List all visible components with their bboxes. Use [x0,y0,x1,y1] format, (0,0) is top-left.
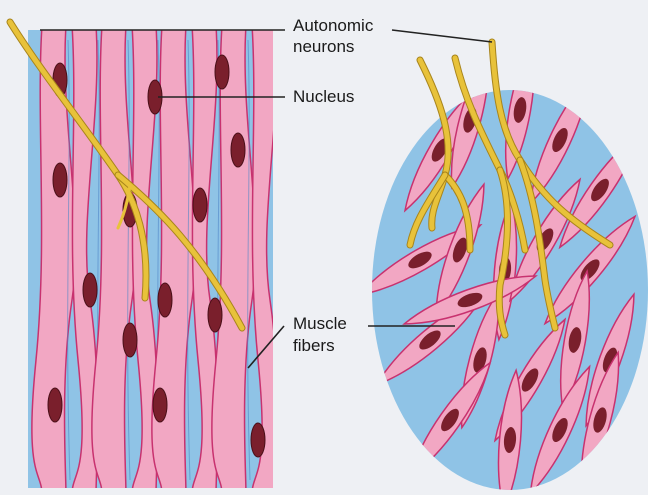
nucleus [231,133,245,167]
nucleus [193,188,207,222]
nucleus [153,388,167,422]
label-neurons: neurons [293,37,354,57]
nucleus [48,388,62,422]
left-tissue-panel [10,22,280,495]
nucleus [208,298,222,332]
right-tissue-panel [354,39,648,495]
nucleus [158,283,172,317]
label-fibers: fibers [293,336,335,356]
neurons-leader-right [392,30,492,42]
label-autonomic: Autonomic [293,16,373,36]
connective-strand [278,40,280,480]
nucleus [215,55,229,89]
label-muscle: Muscle [293,314,347,334]
nucleus [123,323,137,357]
nucleus [251,423,265,457]
nucleus [83,273,97,307]
label-nucleus: Nucleus [293,87,354,107]
nucleus [53,163,67,197]
